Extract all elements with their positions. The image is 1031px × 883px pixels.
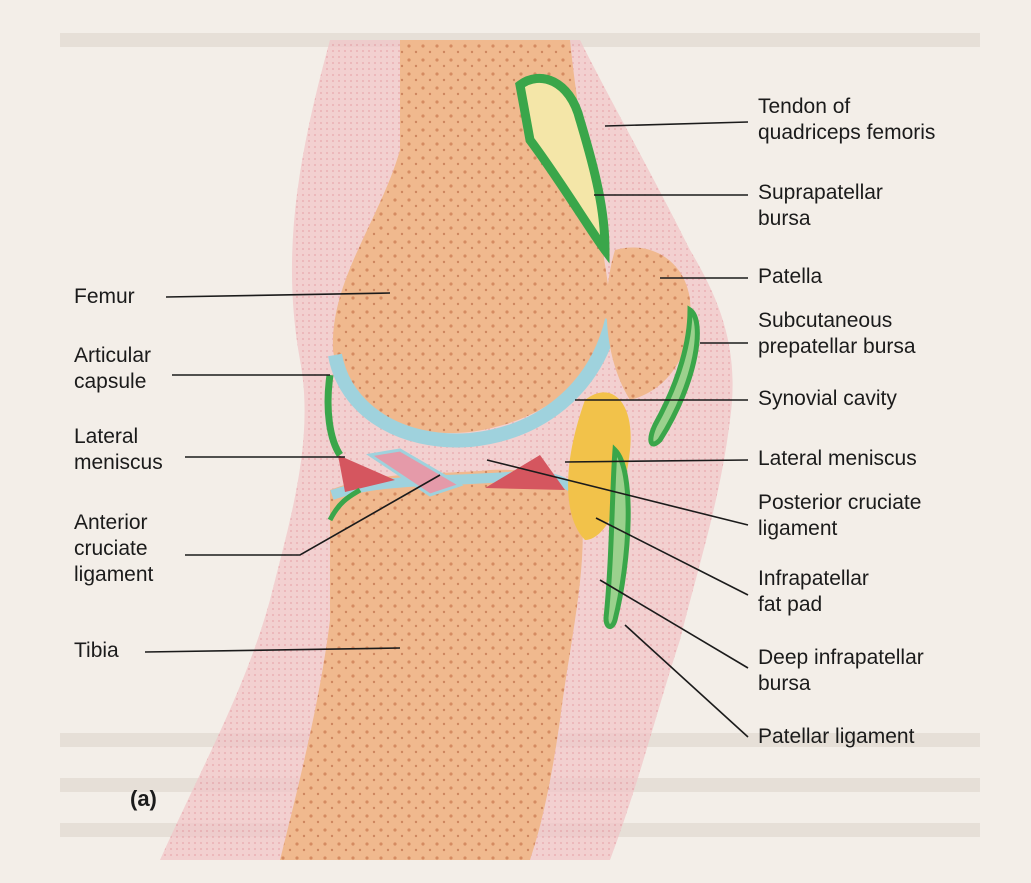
label-lateral-meniscus-right: Lateral meniscus [758, 446, 917, 472]
figure-tag: (a) [130, 786, 157, 812]
label-tibia: Tibia [74, 638, 119, 664]
label-line: Deep infrapatellar [758, 645, 924, 671]
label-line: prepatellar bursa [758, 334, 916, 360]
label-infrapatellar-fat-pad: Infrapatellar fat pad [758, 566, 869, 618]
label-line: quadriceps femoris [758, 120, 935, 146]
label-synovial-cavity: Synovial cavity [758, 386, 897, 412]
label-line: Tendon of [758, 94, 935, 120]
leader-tendon [605, 122, 748, 126]
label-articular-capsule: Articular capsule [74, 343, 151, 395]
label-posterior-cruciate: Posterior cruciate ligament [758, 490, 921, 542]
label-line: Patellar ligament [758, 724, 914, 750]
label-line: bursa [758, 671, 924, 697]
label-line: ligament [758, 516, 921, 542]
label-patella: Patella [758, 264, 822, 290]
label-line: Synovial cavity [758, 386, 897, 412]
label-femur: Femur [74, 284, 135, 310]
label-line: cruciate [74, 536, 153, 562]
label-line: Articular [74, 343, 151, 369]
label-tendon-quadriceps: Tendon of quadriceps femoris [758, 94, 935, 146]
label-patellar-ligament: Patellar ligament [758, 724, 914, 750]
label-line: Posterior cruciate [758, 490, 921, 516]
label-line: ligament [74, 562, 153, 588]
label-subcutaneous-prepatellar-bursa: Subcutaneous prepatellar bursa [758, 308, 916, 360]
label-line: Tibia [74, 638, 119, 664]
label-line: Femur [74, 284, 135, 310]
label-line: Lateral [74, 424, 163, 450]
label-line: Patella [758, 264, 822, 290]
label-anterior-cruciate: Anterior cruciate ligament [74, 510, 153, 588]
label-line: capsule [74, 369, 151, 395]
label-deep-infrapatellar-bursa: Deep infrapatellar bursa [758, 645, 924, 697]
label-line: Anterior [74, 510, 153, 536]
label-line: Lateral meniscus [758, 446, 917, 472]
label-line: Infrapatellar [758, 566, 869, 592]
label-lateral-meniscus-left: Lateral meniscus [74, 424, 163, 476]
label-line: bursa [758, 206, 883, 232]
label-line: meniscus [74, 450, 163, 476]
label-line: Suprapatellar [758, 180, 883, 206]
label-suprapatellar-bursa: Suprapatellar bursa [758, 180, 883, 232]
label-line: fat pad [758, 592, 869, 618]
label-line: Subcutaneous [758, 308, 916, 334]
